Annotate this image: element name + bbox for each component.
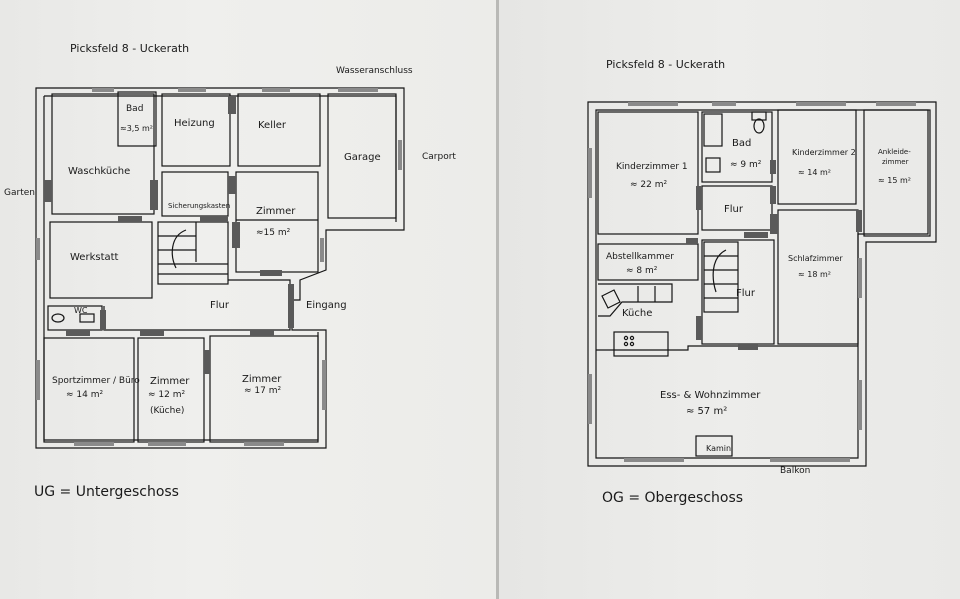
ug-wc-label: WC (74, 306, 88, 315)
ug-flur-label: Flur (210, 300, 229, 311)
ug-plan (35, 87, 405, 449)
og-wohn-label: Ess- & Wohnzimmer (660, 390, 761, 401)
og-ankleide-label-a: Ankleide- (878, 148, 911, 156)
og-bad-area: ≈ 9 m² (730, 160, 762, 170)
og-abstell-area: ≈ 8 m² (626, 266, 658, 276)
ug-sicherungskasten-label: Sicherungskasten (168, 202, 231, 210)
ug-zimmer3-label: Zimmer (242, 374, 282, 385)
og-bad-label: Bad (732, 138, 752, 149)
ug-carport-label: Carport (422, 152, 456, 162)
og-sheet (499, 0, 960, 599)
og-schlaf-area: ≈ 18 m² (798, 270, 831, 279)
ug-wasseranschluss-label: Wasseranschluss (336, 66, 413, 76)
ug-zimmer1-label: Zimmer (256, 206, 296, 217)
ug-address: Picksfeld 8 - Uckerath (70, 42, 190, 55)
ug-garage-label: Garage (344, 152, 381, 163)
og-ankleide-label-b: zimmer (882, 158, 909, 166)
ug-zimmer2-area: ≈ 12 m² (148, 390, 186, 400)
og-kamin-label: Kamin (706, 444, 732, 453)
og-legend: OG = Obergeschoss (602, 490, 744, 506)
ug-garten-label: Garten (4, 188, 35, 198)
og-kinder2-label: Kinderzimmer 2 (792, 148, 856, 157)
og-plan (587, 101, 937, 467)
ug-zimmer3-area: ≈ 17 m² (244, 386, 282, 396)
ug-legend: UG = Untergeschoss (34, 484, 179, 500)
ug-sport-label: Sportzimmer / Büro (52, 376, 140, 386)
og-schlaf-label: Schlafzimmer (788, 254, 843, 263)
og-kinder2-area: ≈ 14 m² (798, 168, 831, 177)
og-kueche-label: Küche (622, 308, 653, 319)
ug-sheet (0, 0, 496, 599)
ug-eingang-label: Eingang (306, 300, 347, 311)
ug-sport-area: ≈ 14 m² (66, 390, 104, 400)
ug-werkstatt-label: Werkstatt (70, 252, 119, 263)
og-ankleide-area: ≈ 15 m² (878, 176, 911, 185)
og-flur-top-label: Flur (724, 204, 743, 215)
ug-zimmer2-note: (Küche) (150, 406, 185, 416)
ug-heizung-label: Heizung (174, 118, 215, 129)
ug-zimmer1-area: ≈15 m² (256, 228, 291, 238)
og-abstell-label: Abstellkammer (606, 252, 674, 262)
ug-keller-label: Keller (258, 120, 287, 131)
og-address: Picksfeld 8 - Uckerath (606, 58, 726, 71)
og-flur-label: Flur (736, 288, 755, 299)
ug-bad-label: Bad (126, 104, 144, 114)
og-kinder1-area: ≈ 22 m² (630, 180, 668, 190)
og-wohn-area: ≈ 57 m² (686, 406, 728, 417)
ug-zimmer2-label: Zimmer (150, 376, 190, 387)
ug-waschkueche-label: Waschküche (68, 166, 131, 177)
ug-bad-area: ≈3,5 m² (120, 124, 153, 133)
og-balkon-label: Balkon (780, 466, 811, 476)
og-kinder1-label: Kinderzimmer 1 (616, 162, 688, 172)
